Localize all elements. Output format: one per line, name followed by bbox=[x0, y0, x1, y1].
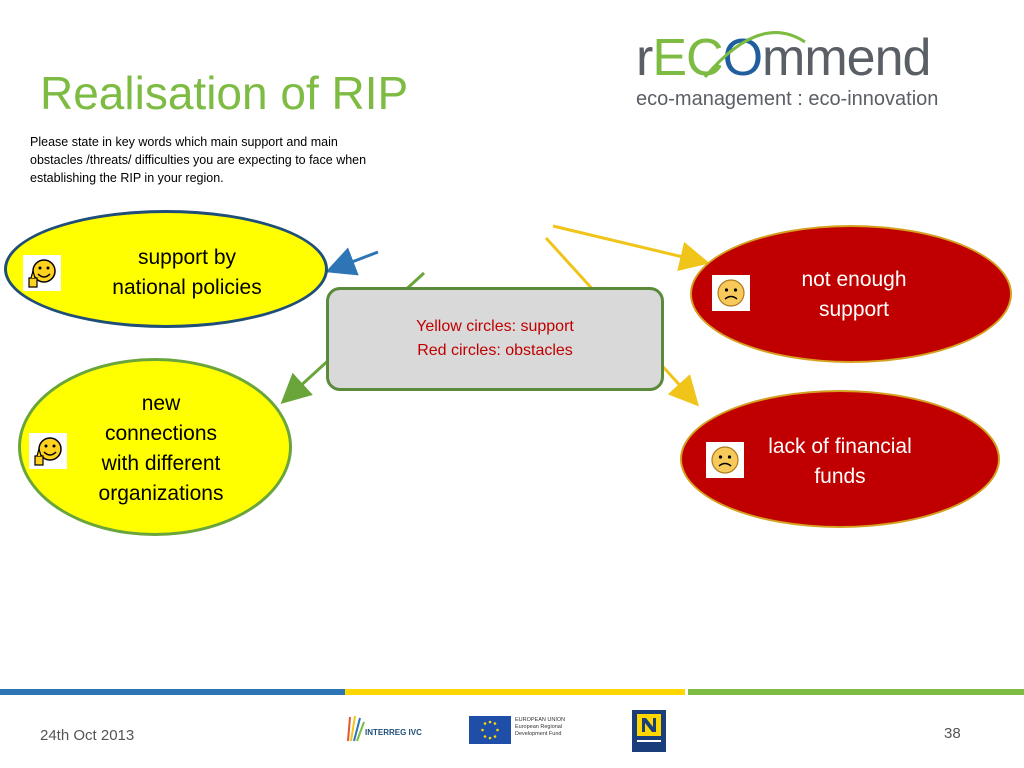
footer-bar-yellow bbox=[345, 689, 685, 695]
logo-letter-r: r bbox=[636, 29, 653, 87]
support-ellipse-new-connections: new connections with different organizat… bbox=[18, 358, 292, 536]
footer-bar-blue bbox=[0, 689, 345, 695]
logo-swoosh-icon bbox=[703, 31, 806, 78]
sad-face-icon bbox=[712, 275, 750, 311]
support-2-line-1: new bbox=[141, 392, 181, 415]
footer-bar-green bbox=[688, 689, 1024, 695]
support-ellipse-national-policies: support by national policies bbox=[4, 210, 328, 328]
eu-caption: EUROPEAN UNION European Regional Develop… bbox=[515, 717, 566, 737]
legend-box: Yellow circles: support Red circles: obs… bbox=[326, 287, 664, 391]
logo-letters-rest: mmend bbox=[762, 29, 931, 87]
interreg-ivc-logo: INTERREG IVC bbox=[345, 713, 435, 747]
recommend-logo: rECOmmend bbox=[636, 28, 931, 88]
interreg-label: INTERREG IVC bbox=[365, 728, 422, 737]
obstacle-ellipse-lack-of-funds: lack of financial funds bbox=[680, 390, 1000, 528]
logo-letter-o: O bbox=[722, 29, 763, 87]
page-number: 38 bbox=[944, 725, 961, 742]
thumbs-up-smiley-icon bbox=[23, 255, 61, 291]
support-2-line-2: connections bbox=[104, 422, 218, 445]
thumbs-up-smiley-icon bbox=[29, 433, 67, 469]
support-2-line-4: organizations bbox=[98, 482, 224, 505]
instruction-text: Please state in key words which main sup… bbox=[30, 135, 367, 185]
eu-flag-logo bbox=[469, 716, 511, 744]
logo-letter-c: C bbox=[686, 29, 724, 87]
support-2-line-3: with different bbox=[101, 452, 221, 475]
support-1-line-2: national policies bbox=[112, 276, 262, 299]
logo-letter-e: E bbox=[652, 29, 687, 87]
logo-tagline: eco-management : eco-innovation bbox=[636, 88, 939, 110]
obstacle-2-line-2: funds bbox=[814, 465, 866, 488]
sad-face-icon bbox=[706, 442, 744, 478]
obstacle-1-line-2: support bbox=[818, 298, 890, 321]
obstacle-ellipse-not-enough-support: not enough support bbox=[690, 225, 1012, 363]
lower-austria-logo bbox=[632, 710, 666, 752]
obstacle-1-line-1: not enough bbox=[801, 268, 907, 291]
obstacle-2-line-1: lack of financial bbox=[768, 435, 912, 458]
legend-line-support: Yellow circles: support bbox=[416, 318, 574, 335]
support-1-line-1: support by bbox=[137, 246, 237, 269]
slide-title: Realisation of RIP bbox=[40, 67, 409, 119]
arrow-to-support-1 bbox=[325, 247, 379, 276]
arrow-to-obstacle-1 bbox=[552, 224, 710, 272]
legend-line-obstacles: Red circles: obstacles bbox=[417, 342, 573, 359]
footer-date: 24th Oct 2013 bbox=[40, 727, 135, 744]
